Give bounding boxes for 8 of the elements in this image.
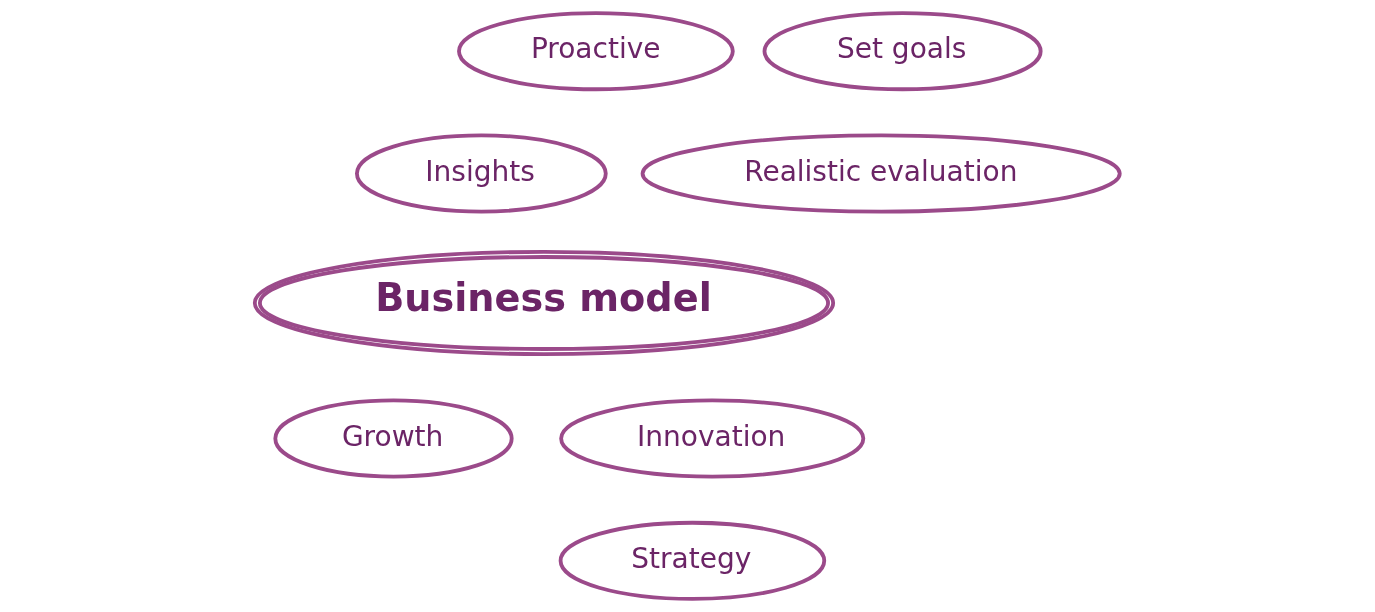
node-ellipse: Growth (273, 398, 514, 479)
node-ellipse: Realistic evaluation (640, 133, 1122, 214)
node-ellipse: Strategy (558, 520, 827, 601)
node-ellipse: Innovation (559, 398, 866, 479)
node-ellipse: Proactive (457, 11, 735, 92)
node-ellipse: Set goals (762, 11, 1043, 92)
node-ellipse: Insights (355, 133, 608, 214)
node-ellipse: Business model (252, 249, 836, 357)
